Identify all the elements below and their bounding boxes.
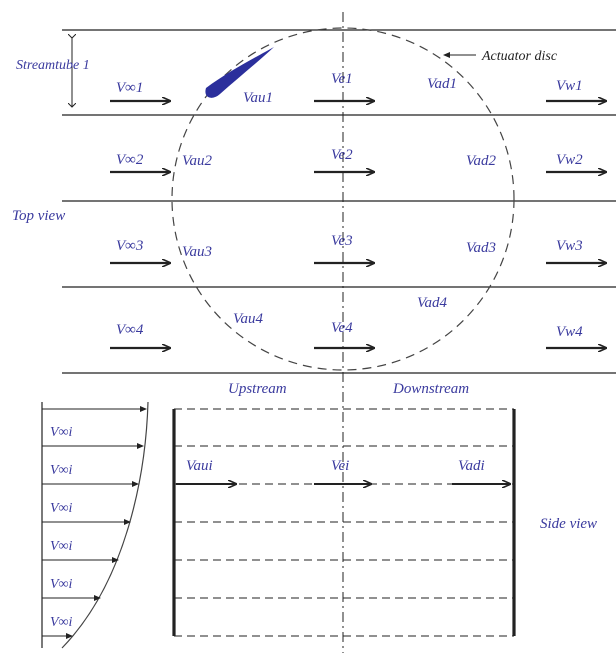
upstream-velocity-label: Vau1 — [243, 90, 273, 106]
downstream-velocity-label: Vadi — [458, 458, 485, 474]
downstream-velocity-label: Vad2 — [466, 153, 497, 169]
wake-velocity-label: Vw1 — [556, 78, 583, 94]
equator-velocity-label: Ve1 — [331, 71, 353, 87]
streamtube-row-4: V∞4 Vau4 Ve4 Vad4 Vw4 — [110, 295, 606, 348]
upstream-label: Upstream — [228, 381, 287, 397]
actuator-disc-label: Actuator disc — [481, 49, 558, 64]
profile-inlet-label: V∞i — [50, 463, 73, 478]
profile-inlet-label: V∞i — [50, 425, 73, 440]
profile-inlet-label: V∞i — [50, 615, 73, 630]
inlet-velocity-label: V∞4 — [116, 322, 144, 338]
profile-inlet-label: V∞i — [50, 501, 73, 516]
profile-inlet-label: V∞i — [50, 539, 73, 554]
top-view: Streamtube 1 Actuator disc Top view V∞1 … — [12, 12, 616, 653]
wake-velocity-label: Vw4 — [556, 324, 583, 340]
streamtube-row-1: V∞1 Vau1 Ve1 Vad1 Vw1 — [110, 71, 606, 106]
streamtube-row-2: V∞2 Vau2 Ve2 Vad2 Vw2 — [110, 147, 606, 172]
profile-inlet-label: V∞i — [50, 577, 73, 592]
side-view-label: Side view — [540, 516, 597, 532]
wake-velocity-label: Vw3 — [556, 238, 583, 254]
equator-velocity-label: Ve4 — [331, 320, 353, 336]
equator-velocity-label: Ve3 — [331, 233, 353, 249]
top-view-label: Top view — [12, 208, 65, 224]
streamtube-label: Streamtube 1 — [16, 58, 90, 73]
upstream-velocity-label: Vaui — [186, 458, 213, 474]
downstream-velocity-label: Vad1 — [427, 76, 457, 92]
blade-airfoil — [205, 47, 274, 98]
downstream-velocity-label: Vad4 — [417, 295, 448, 311]
upstream-velocity-label: Vau2 — [182, 153, 213, 169]
inlet-velocity-label: V∞3 — [116, 238, 143, 254]
inlet-velocity-label: V∞1 — [116, 80, 143, 96]
downstream-velocity-label: Vad3 — [466, 240, 496, 256]
downstream-label: Downstream — [392, 381, 469, 397]
equator-velocity-label: Ve2 — [331, 147, 353, 163]
actuator-disc-circle — [171, 27, 515, 371]
upstream-velocity-label: Vau3 — [182, 244, 212, 260]
wind-shear-profile-curve — [61, 401, 149, 649]
inlet-velocity-label: V∞2 — [116, 152, 144, 168]
upstream-velocity-label: Vau4 — [233, 311, 264, 327]
streamtube-row-3: V∞3 Vau3 Ve3 Vad3 Vw3 — [110, 233, 606, 263]
wake-velocity-label: Vw2 — [556, 152, 583, 168]
equator-velocity-label: Vei — [331, 458, 349, 474]
side-view: Upstream Downstream Side view V∞i V∞i V∞… — [41, 381, 597, 649]
